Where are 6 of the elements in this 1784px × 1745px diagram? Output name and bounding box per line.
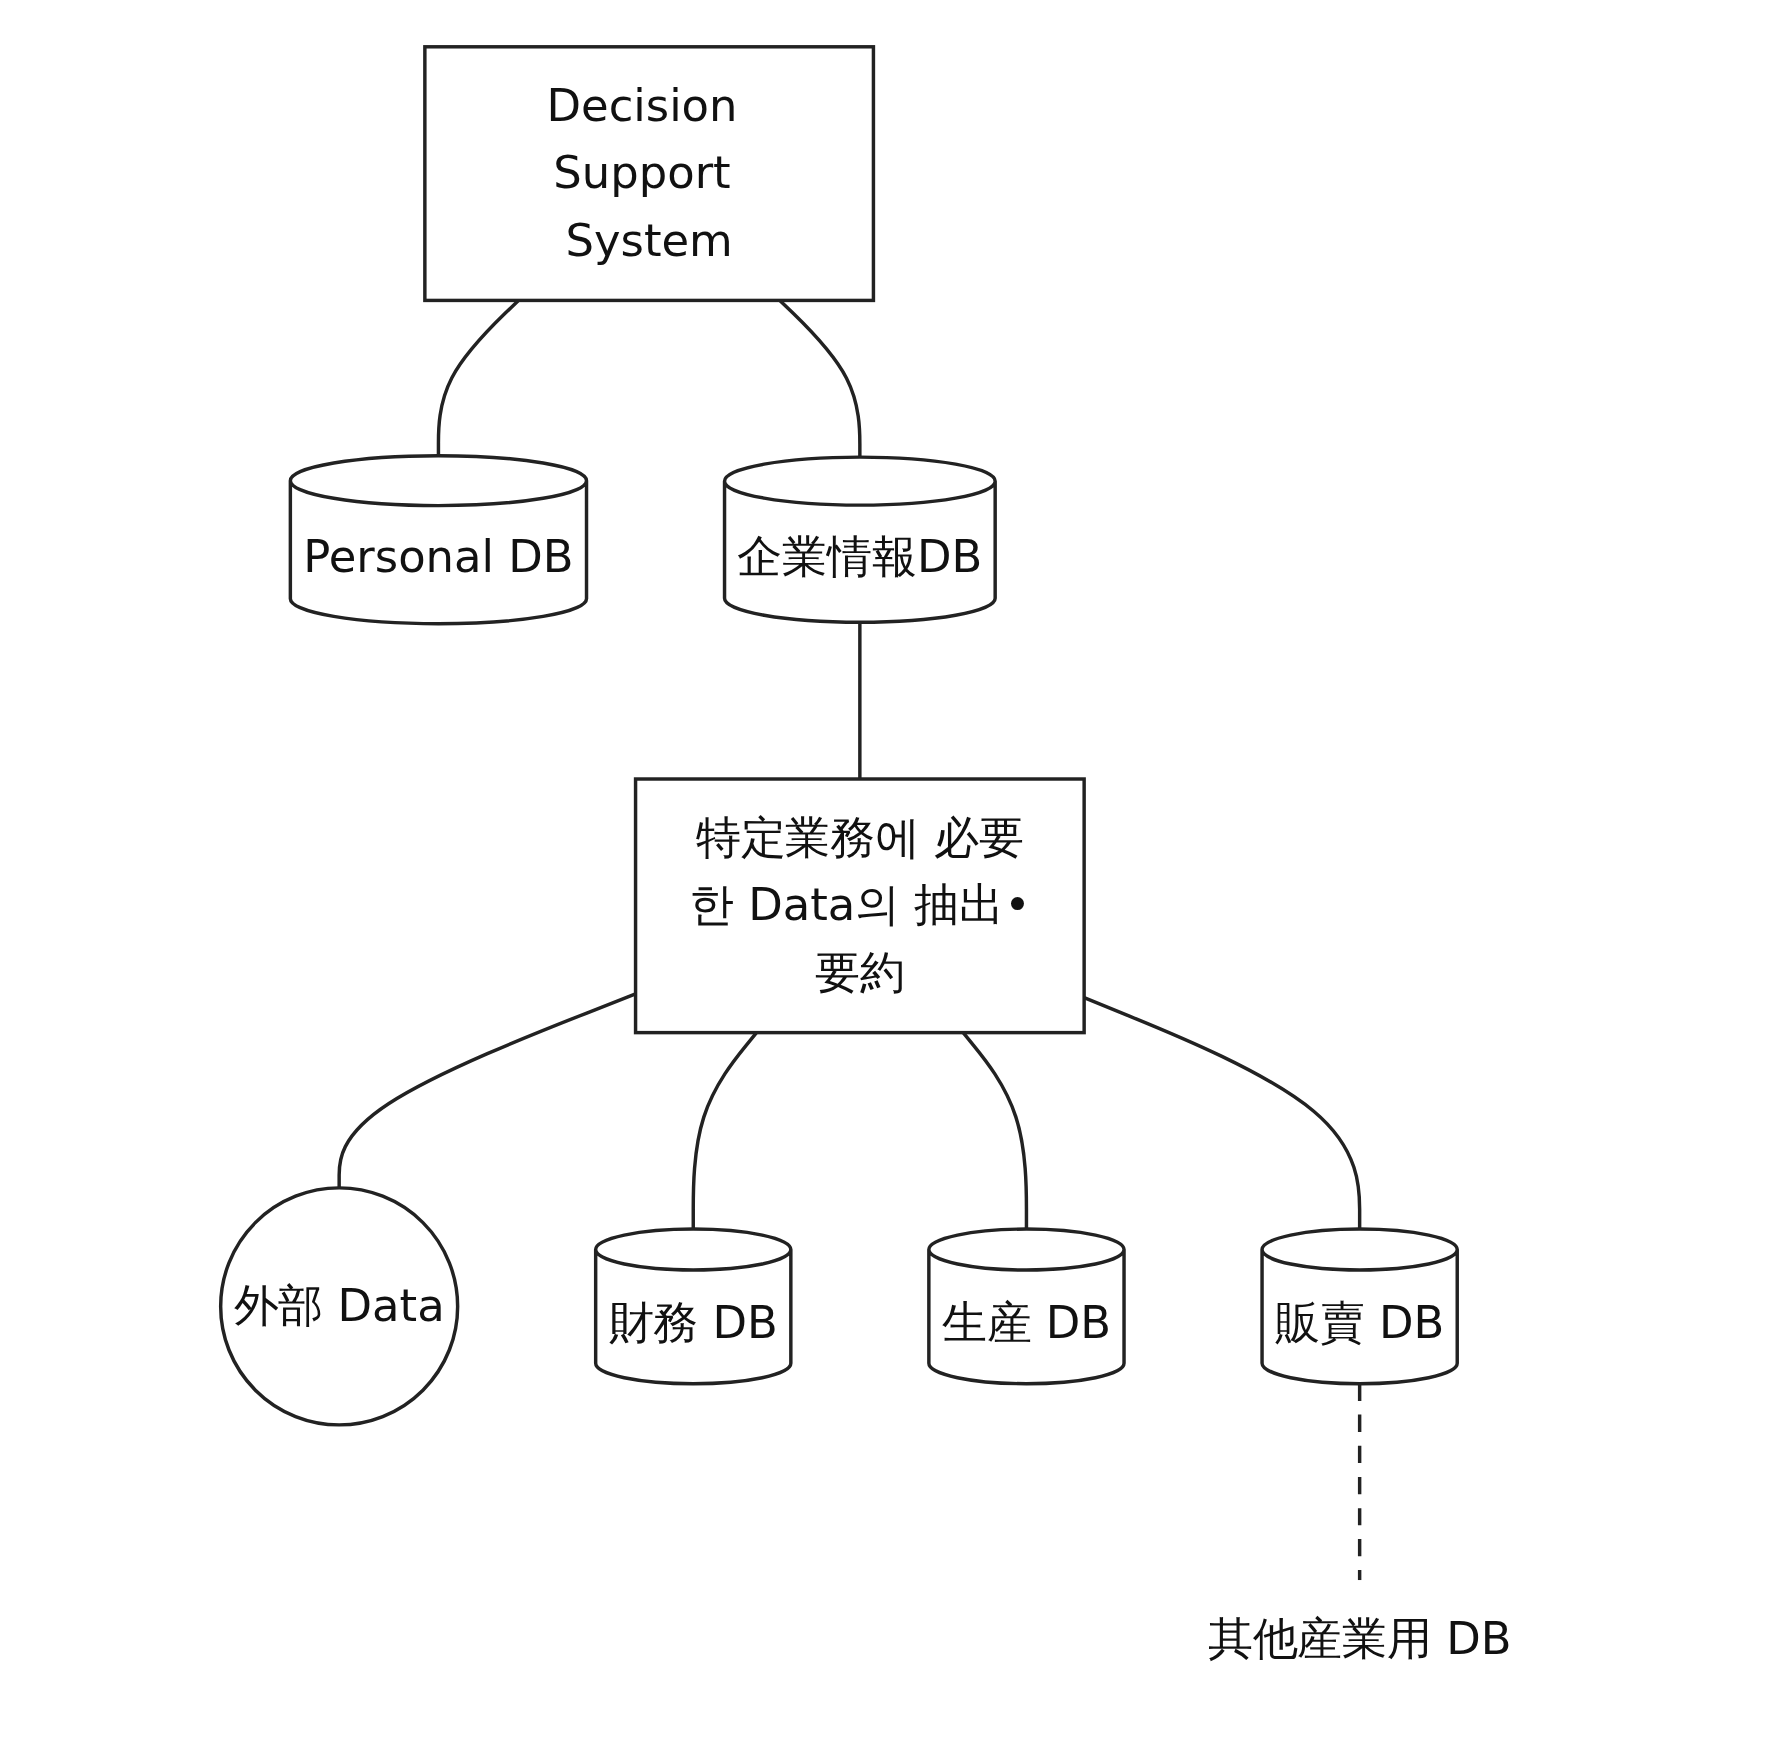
node-text: 其他産業用 DB <box>1207 1612 1512 1665</box>
node-circle: 外部 Data <box>218 1185 460 1427</box>
connector <box>858 621 862 779</box>
connector <box>1357 1383 1362 1580</box>
node-box: Decision Support System <box>423 44 876 302</box>
node-box: 特定業務에 必要한 Data의 抽出•要約 <box>633 776 1086 1034</box>
